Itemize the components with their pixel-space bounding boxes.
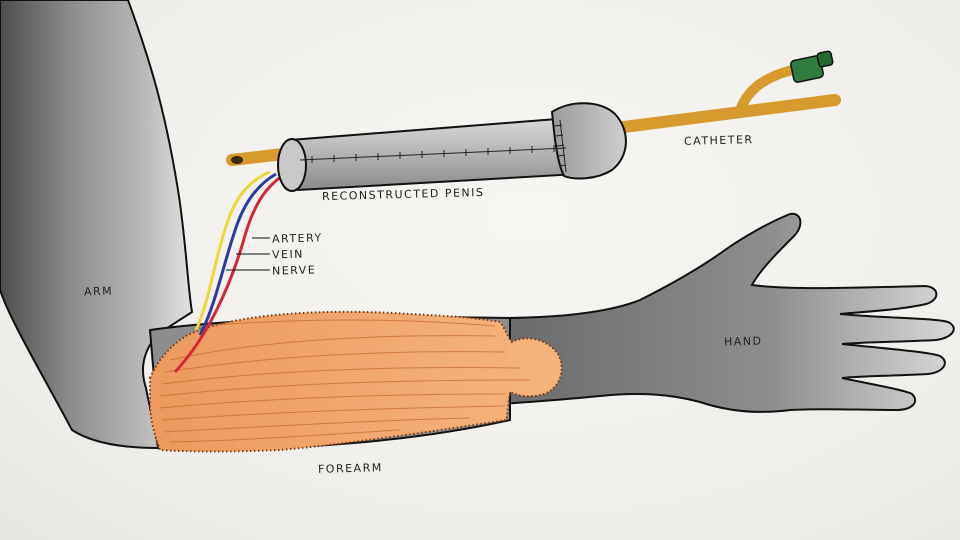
neophallus-glans xyxy=(550,102,627,180)
forearm-flap xyxy=(149,310,563,453)
label-hand: HAND xyxy=(723,334,763,349)
label-forearm: FOREARM xyxy=(317,461,383,476)
neophallus-opening xyxy=(277,138,307,192)
flap-fibres xyxy=(159,319,531,443)
upper-arm-shape xyxy=(0,0,194,450)
nerve-line xyxy=(194,170,271,331)
catheter-tip xyxy=(231,156,243,164)
catheter-valve-icon xyxy=(790,50,834,83)
vein-line xyxy=(198,172,277,336)
artery-line xyxy=(173,174,283,374)
label-artery: ARTERY xyxy=(271,231,323,246)
label-nerve: NERVE xyxy=(271,263,317,278)
label-catheter: CATHETER xyxy=(683,133,754,148)
hand-shape xyxy=(499,212,955,413)
label-vein: VEIN xyxy=(271,247,305,262)
suture-line xyxy=(299,119,567,173)
label-arm: ARM xyxy=(83,284,114,299)
